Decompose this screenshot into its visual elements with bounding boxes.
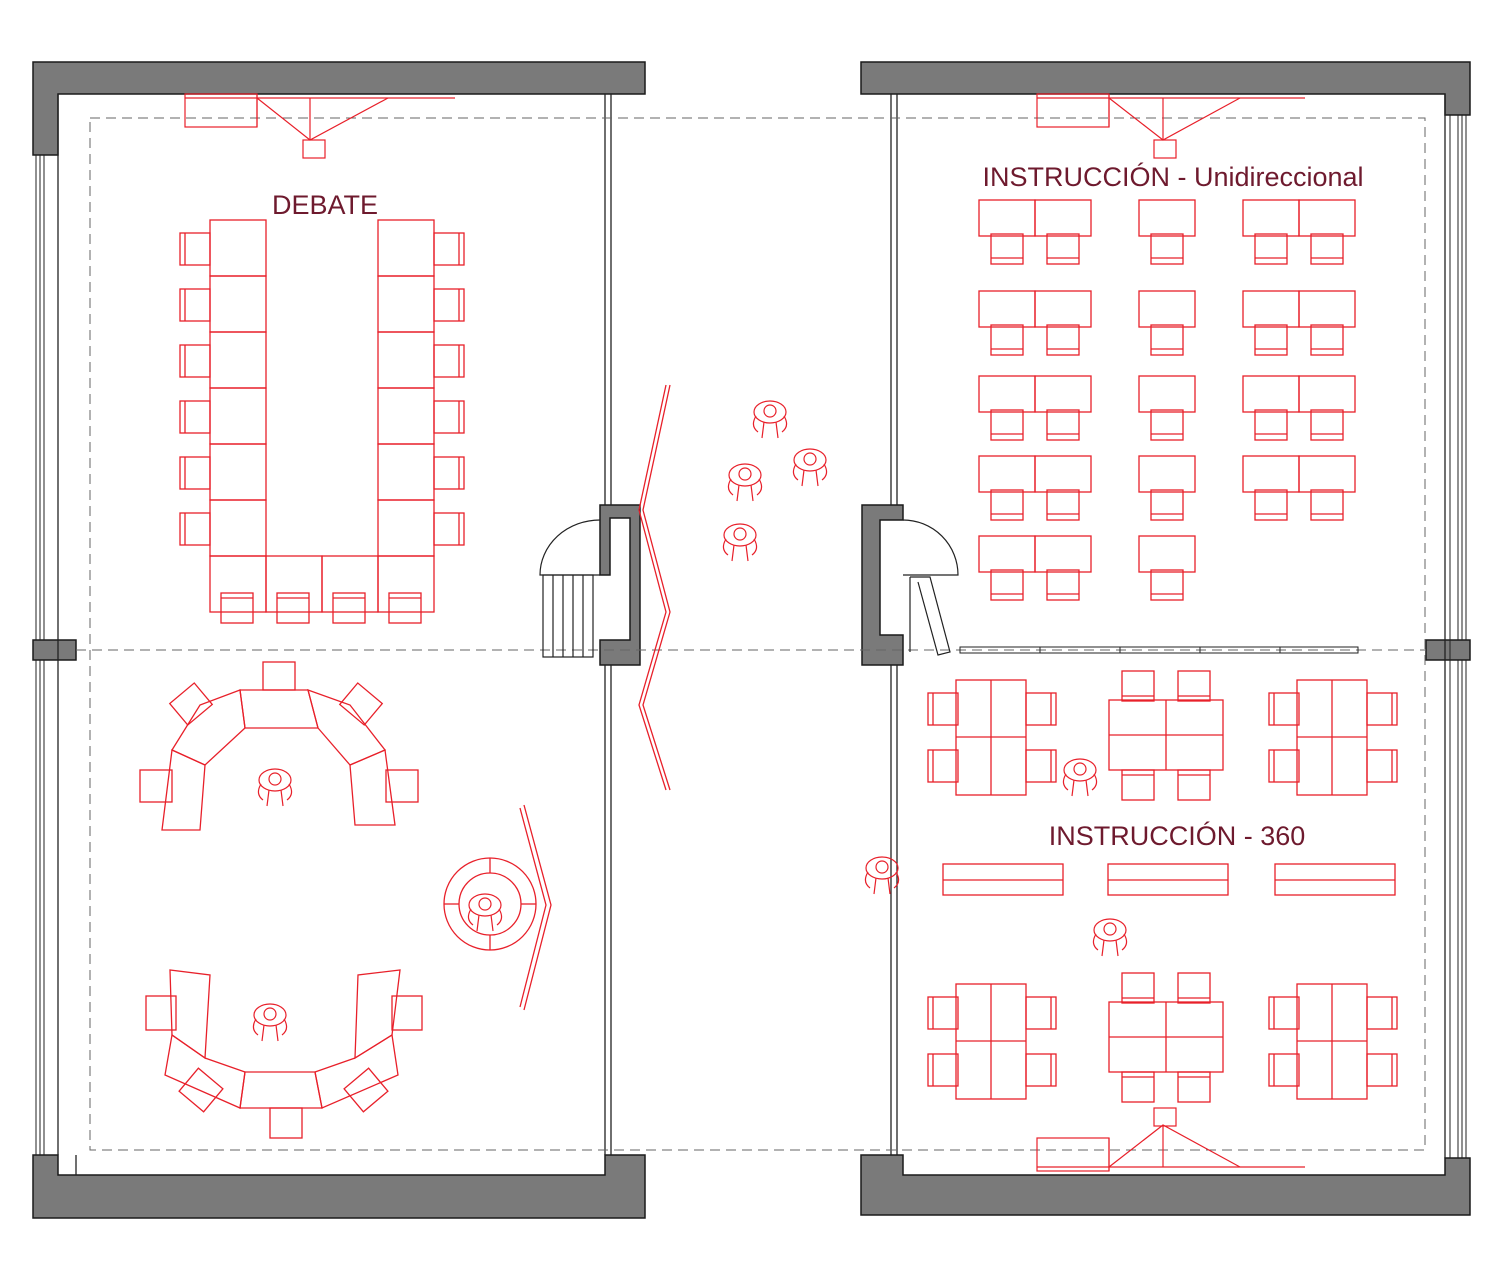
walls bbox=[32, 61, 1471, 1219]
label-unidirectional: INSTRUCCIÓN - Unidireccional bbox=[982, 161, 1363, 192]
debate-bottom-tables bbox=[209, 555, 435, 613]
label-debate: DEBATE bbox=[272, 190, 378, 220]
debate-u-table bbox=[179, 219, 465, 624]
dashed-grid bbox=[76, 117, 1426, 1151]
room-outlines bbox=[57, 94, 1446, 1175]
debate-right-tables bbox=[377, 219, 435, 557]
debate-bottom-chairs bbox=[220, 592, 422, 624]
zigzag-partitions bbox=[519, 384, 671, 1011]
right-door bbox=[902, 519, 959, 656]
debate-arc-top bbox=[139, 661, 419, 831]
debate-left-chairs bbox=[179, 232, 211, 546]
projection-screens bbox=[184, 93, 1305, 1172]
left-door bbox=[539, 519, 601, 658]
round-seat bbox=[443, 857, 537, 951]
instruction-360-clusters bbox=[927, 670, 1398, 1103]
people bbox=[252, 400, 1128, 1042]
label-instruction-360: INSTRUCCIÓN - 360 bbox=[1049, 820, 1306, 851]
windows bbox=[35, 115, 1467, 1158]
debate-left-tables bbox=[209, 219, 267, 557]
unidirectional-desks bbox=[978, 199, 1356, 601]
partition-rail bbox=[959, 646, 1359, 654]
debate-arc-bottom bbox=[145, 969, 423, 1139]
debate-right-chairs bbox=[433, 232, 465, 546]
